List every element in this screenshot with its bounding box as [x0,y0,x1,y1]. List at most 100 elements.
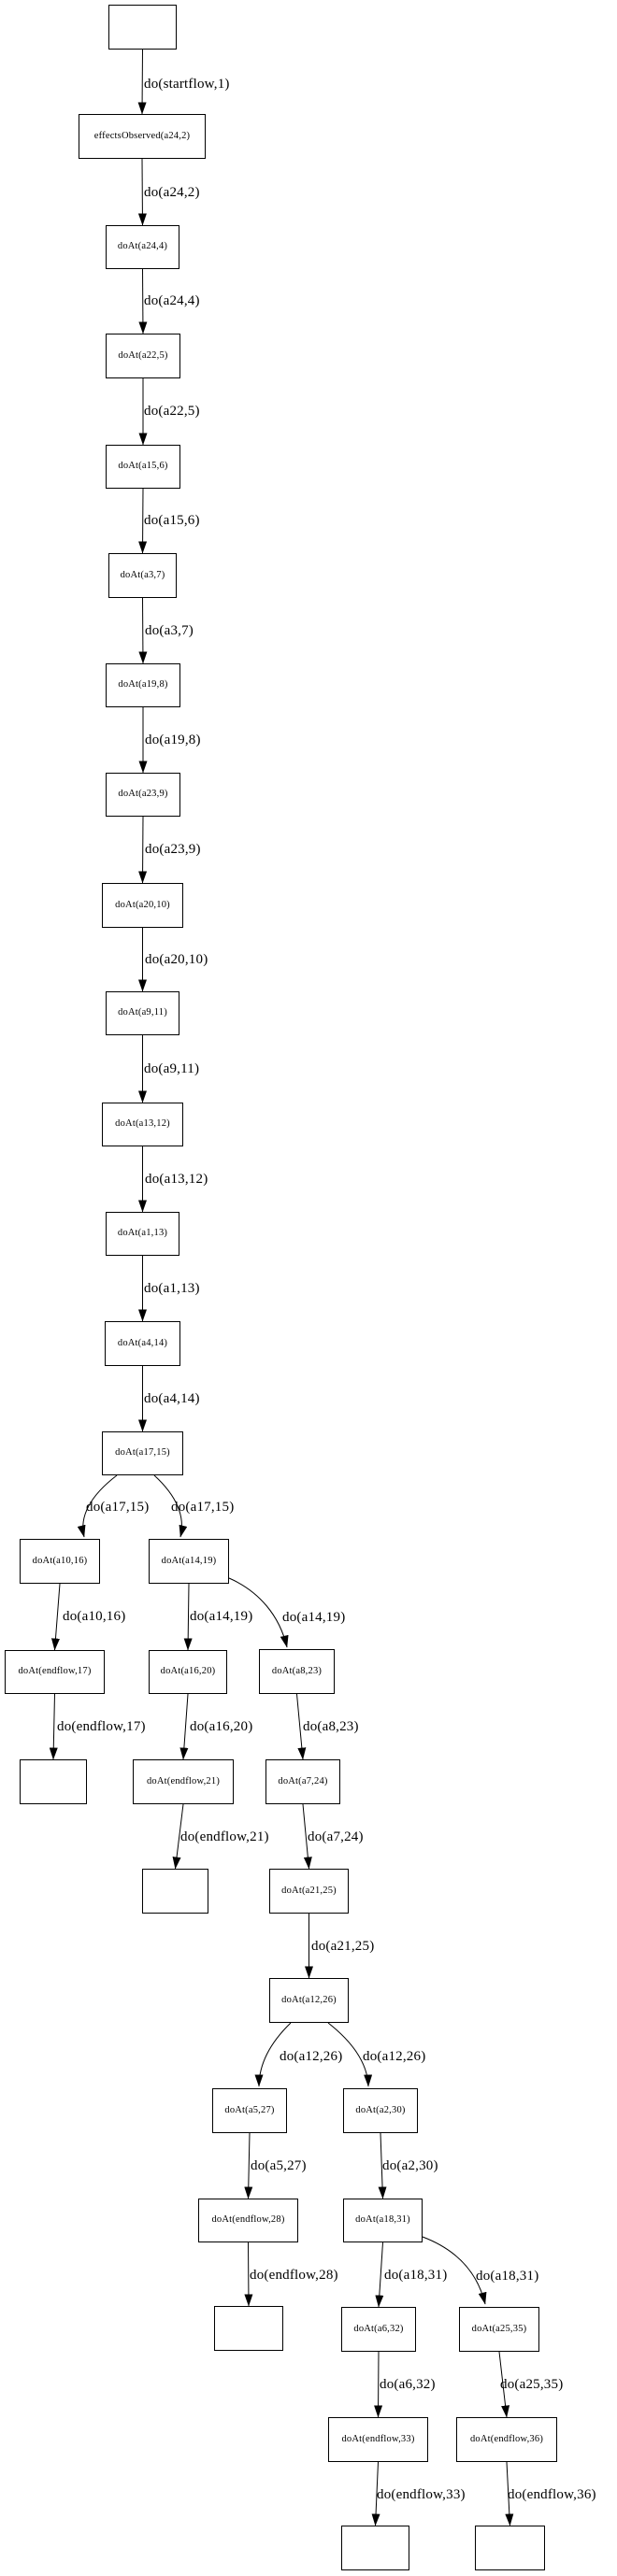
edge-doAt-a12-26--doAt-a2-30 [327,2022,373,2087]
node-doAt-endflow-17: doAt(endflow,17) [5,1650,105,1694]
edge-label: do(a3,7) [145,622,194,638]
edge-label: do(startflow,1) [144,76,230,92]
node-doAt-a23-9: doAt(a23,9) [106,773,180,817]
node-doAt-a18-31: doAt(a18,31) [343,2199,423,2242]
node-doAt-a1-13: doAt(a1,13) [106,1212,179,1256]
node-end-28 [214,2306,283,2351]
node-doAt-a9-11: doAt(a9,11) [106,991,179,1035]
edge-doAt-endflow-36--end-36 [505,2461,514,2526]
node-doAt-endflow-28: doAt(endflow,28) [198,2199,298,2242]
node-end-21 [142,1869,208,1914]
edge-label: do(a14,19) [190,1608,253,1624]
edge-label: do(a25,35) [500,2376,564,2392]
edge-doAt-endflow-28--end-28 [244,2242,253,2307]
node-doAt-a5-27: doAt(a5,27) [212,2088,287,2133]
node-start [108,5,177,50]
edge-label: do(a20,10) [145,951,208,967]
edge-doAt-a18-31--doAt-a25-35 [422,2236,487,2305]
edge-doAt-endflow-21--end-21 [172,1803,184,1870]
edge-label: do(a15,6) [144,512,200,528]
edge-label: do(endflow,36) [508,2486,596,2502]
node-doAt-a6-32: doAt(a6,32) [341,2307,416,2352]
node-doAt-a19-8: doAt(a19,8) [106,663,180,707]
node-doAt-endflow-21: doAt(endflow,21) [133,1759,234,1804]
edge-doAt-a8-23--doAt-a7-24 [296,1693,307,1760]
edge-label: do(a2,30) [382,2157,438,2173]
node-doAt-a14-19: doAt(a14,19) [149,1539,229,1584]
edge-doAt-endflow-17--end-17 [49,1693,58,1760]
edge-doAt-a16-20--doAt-endflow-21 [179,1693,189,1760]
node-effectsObserved-a24-2: effectsObserved(a24,2) [79,114,206,159]
edge-label: do(a6,32) [380,2376,436,2392]
node-doAt-a15-6: doAt(a15,6) [106,445,180,489]
edge-doAt-a14-19--doAt-a8-23 [228,1577,289,1648]
edge-doAt-a17-15--doAt-a10-16 [77,1474,118,1538]
edge-label: do(a18,31) [476,2268,539,2284]
edge-effectsObserved-a24-2--doAt-a24-4 [137,158,147,226]
edge-label: do(a21,25) [311,1938,375,1954]
node-doAt-a8-23: doAt(a8,23) [259,1649,335,1694]
node-end-17 [20,1759,87,1804]
edge-label: do(a8,23) [303,1718,359,1734]
edge-label: do(a22,5) [144,403,200,419]
node-doAt-a22-5: doAt(a22,5) [106,334,180,378]
edge-doAt-a17-15--doAt-a14-19 [153,1474,188,1538]
edge-doAt-a15-6--doAt-a3-7 [138,488,148,554]
node-doAt-a24-4: doAt(a24,4) [106,225,179,269]
edge-doAt-a14-19--doAt-a16-20 [183,1583,193,1651]
edge-label: do(endflow,17) [57,1718,146,1734]
edge-label: do(a10,16) [63,1608,126,1624]
node-doAt-a13-12: doAt(a13,12) [102,1103,183,1146]
node-doAt-endflow-36: doAt(endflow,36) [456,2417,557,2462]
edge-label: do(a17,15) [171,1499,235,1515]
node-doAt-a3-7: doAt(a3,7) [108,553,177,598]
edge-label: do(a24,4) [144,292,200,308]
edge-doAt-a23-9--doAt-a20-10 [138,816,148,884]
node-doAt-a10-16: doAt(a10,16) [20,1539,100,1584]
edge-doAt-a12-26--doAt-a5-27 [254,2022,292,2087]
node-doAt-a7-24: doAt(a7,24) [265,1759,340,1804]
edge-label: do(endflow,28) [250,2267,338,2283]
edge-doAt-a2-30--doAt-a18-31 [378,2132,387,2199]
node-doAt-a25-35: doAt(a25,35) [459,2307,539,2352]
node-doAt-a17-15: doAt(a17,15) [102,1431,183,1475]
edge-label: do(a16,20) [190,1718,253,1734]
edge-label: do(a13,12) [145,1171,208,1187]
node-doAt-a2-30: doAt(a2,30) [343,2088,418,2133]
edge-label: do(a4,14) [144,1390,200,1406]
node-end-33 [341,2526,409,2570]
edge-label: do(a17,15) [86,1499,150,1515]
edge-doAt-a3-7--doAt-a19-8 [138,597,148,664]
edge-label: do(a5,27) [251,2157,307,2173]
node-end-36 [475,2526,545,2570]
edge-start--effectsObserved-a24-2 [137,49,147,115]
edge-doAt-a18-31--doAt-a6-32 [375,2242,384,2308]
node-doAt-a20-10: doAt(a20,10) [102,883,183,928]
edge-label: do(endflow,21) [180,1829,269,1844]
edge-label: do(a12,26) [363,2048,426,2064]
edge-label: do(a18,31) [384,2267,448,2283]
edge-doAt-a5-27--doAt-endflow-28 [244,2132,253,2199]
edge-label: do(endflow,33) [377,2486,466,2502]
edge-label: do(a1,13) [144,1280,200,1296]
edge-doAt-a24-4--doAt-a22-5 [138,268,148,334]
edge-label: do(a14,19) [282,1609,346,1625]
edge-doAt-a25-35--doAt-endflow-36 [498,2351,510,2418]
edge-label: do(a12,26) [280,2048,343,2064]
node-doAt-a16-20: doAt(a16,20) [149,1650,227,1694]
node-doAt-a21-25: doAt(a21,25) [269,1869,349,1914]
edge-label: do(a19,8) [145,732,201,747]
edge-label: do(a7,24) [308,1829,364,1844]
edge-doAt-a7-24--doAt-a21-25 [302,1803,312,1870]
node-doAt-a4-14: doAt(a4,14) [105,1321,180,1366]
edge-doAt-a10-16--doAt-endflow-17 [50,1583,61,1651]
edge-label: do(a9,11) [144,1060,200,1076]
node-doAt-a12-26: doAt(a12,26) [269,1978,349,2023]
edge-label: do(a23,9) [145,841,201,857]
edge-doAt-endflow-33--end-33 [371,2461,380,2526]
edge-label: do(a24,2) [144,184,200,200]
